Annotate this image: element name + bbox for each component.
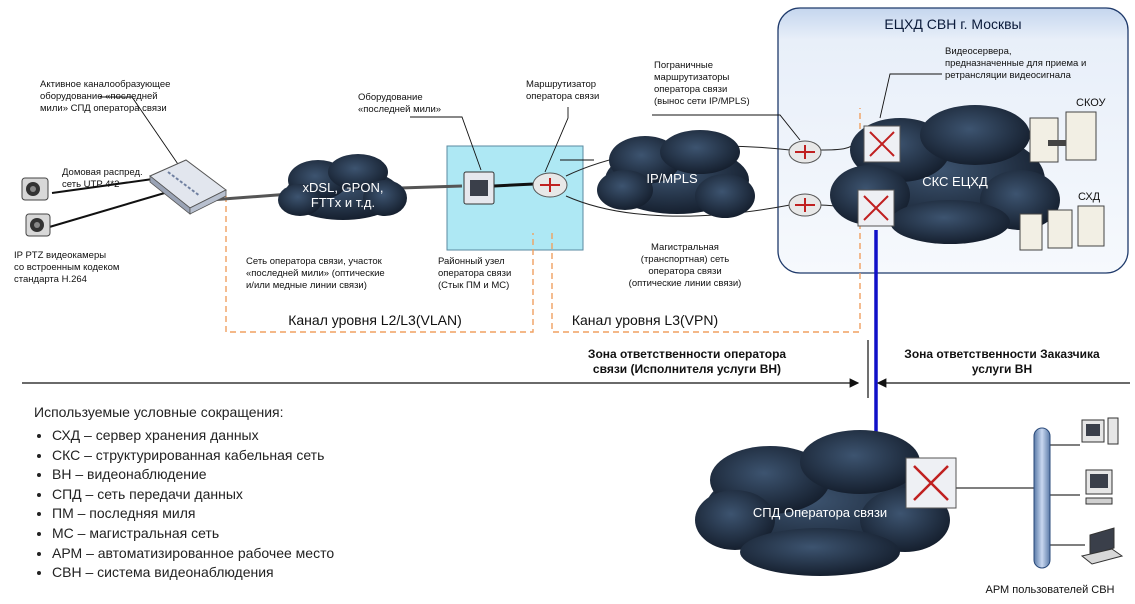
shd-server-icon: СХД	[1019, 191, 1105, 251]
camera-icon	[21, 177, 49, 201]
last-mile-network-label: Сеть оператора связи, участок«последней …	[246, 256, 385, 291]
legend-item: ПМ – последняя миля	[52, 504, 454, 524]
ipmpls-cloud: IP/MPLS	[597, 130, 755, 218]
home-network-label: Домовая распред.сеть UTP 4*2	[62, 167, 143, 190]
ecchd-title: ЕЦХД СВН г. Москвы	[884, 16, 1021, 32]
legend-item: МС – магистральная сеть	[52, 524, 454, 544]
modem-icon	[463, 171, 495, 205]
channel-brackets	[225, 108, 861, 333]
leader-lines	[100, 73, 942, 173]
legend-item: СВН – система видеонаблюдения	[52, 563, 454, 583]
xdsl-cloud-label: xDSL, GPON,FTTx и т.д.	[303, 180, 384, 210]
spd-switch-icon	[905, 457, 957, 509]
legend-list: СХД – сервер хранения данных СКС – струк…	[34, 426, 454, 583]
skou-server-icon: СКОУ	[1029, 97, 1107, 163]
legend-item: СПД – сеть передачи данных	[52, 485, 454, 505]
legend-item: АРМ – автоматизированное рабочее место	[52, 544, 454, 564]
xdsl-cloud: xDSL, GPON,FTTx и т.д.	[278, 154, 407, 220]
shd-label: СХД	[1078, 191, 1101, 203]
router-icon	[532, 172, 568, 198]
sks-ecchd-cloud-label: СКС ЕЦХД	[922, 174, 988, 189]
workstation-icon	[1085, 469, 1113, 505]
video-server-switch-icon	[863, 125, 901, 163]
router-icon	[788, 193, 822, 217]
channel-l2-label: Канал уровня L2/L3(VLAN)	[288, 312, 462, 328]
arm-bus-pipe	[1033, 427, 1051, 569]
camera-icon	[25, 213, 51, 237]
abbreviations-legend: Используемые условные сокращения: СХД – …	[34, 404, 454, 583]
last-mile-equipment-label: Оборудование«последней мили»	[358, 92, 441, 115]
responsibility-divider	[22, 340, 1130, 398]
video-servers-label: Видеосервера,предназначенные для приема …	[945, 46, 1086, 81]
legend-title: Используемые условные сокращения:	[34, 404, 284, 420]
workstation-icon	[1081, 417, 1119, 445]
channel-l3-label: Канал уровня L3(VPN)	[572, 312, 718, 328]
legend-item: СКС – структурированная кабельная сеть	[52, 446, 454, 466]
video-server-switch-icon	[857, 189, 895, 227]
legend-item: СХД – сервер хранения данных	[52, 426, 454, 446]
ipmpls-cloud-label: IP/MPLS	[646, 171, 698, 186]
workstations-label: АРМ пользователей СВН	[985, 584, 1114, 596]
skou-label: СКОУ	[1076, 97, 1107, 109]
laptop-icon	[1080, 527, 1124, 565]
legend-item: ВН – видеонаблюдение	[52, 465, 454, 485]
spd-operator-cloud-label: СПД Оператора связи	[753, 505, 887, 520]
switch-icon	[149, 159, 227, 215]
router-icon	[788, 140, 822, 164]
